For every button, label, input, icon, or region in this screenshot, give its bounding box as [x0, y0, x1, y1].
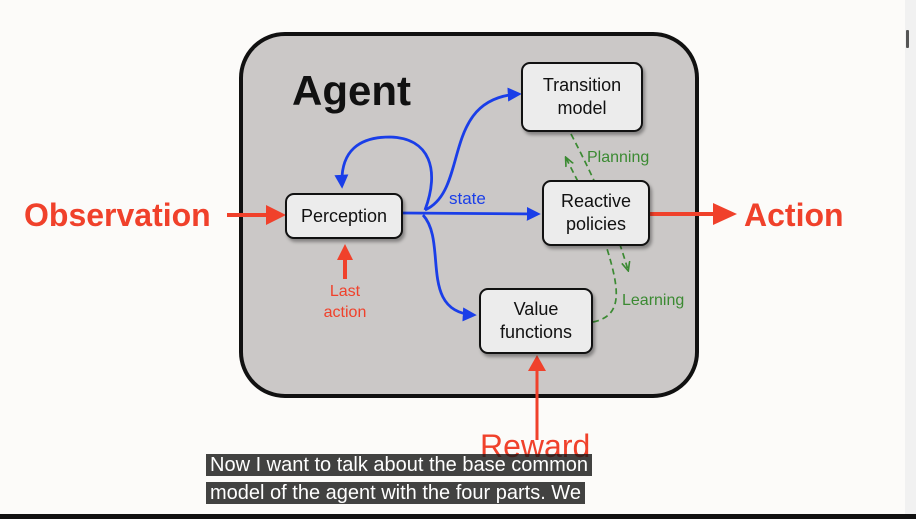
last-action-arrow [337, 244, 353, 279]
state-to-transition-arrow [424, 87, 522, 212]
action-arrow [650, 203, 737, 225]
last-action-label: Last action [316, 281, 374, 323]
action-label: Action [744, 197, 844, 233]
agent-title: Agent [292, 67, 411, 114]
right-edge-panel [905, 0, 916, 519]
caption-line-1: Now I want to talk about the base common [206, 454, 592, 476]
value-functions-box: Value functions [479, 288, 593, 354]
caption-line-2: model of the agent with the four parts. … [206, 482, 585, 504]
reactive-policies-box: Reactive policies [542, 180, 650, 246]
value-functions-label-line2: functions [499, 322, 573, 342]
scrollbar-thumb[interactable] [906, 30, 909, 48]
bottom-bar [0, 514, 916, 519]
transition-model-label-line2: model [557, 98, 607, 118]
planning-label: Planning [587, 149, 650, 166]
perception-label: Perception [300, 205, 388, 226]
state-to-value-arrow [421, 214, 477, 322]
subtitle-caption: Now I want to talk about the base common… [206, 451, 666, 507]
learning-arrow [566, 158, 618, 323]
perception-box: Perception [285, 193, 403, 239]
reactive-policies-label-line2: policies [565, 214, 627, 234]
perception-loop-arrow [334, 135, 433, 211]
value-functions-label-line1: Value [513, 299, 559, 319]
reward-arrow [528, 355, 546, 440]
state-label: state [449, 189, 486, 208]
learning-label: Learning [622, 292, 685, 309]
transition-model-box: Transition model [521, 62, 643, 132]
transition-model-label-line1: Transition [542, 75, 622, 95]
observation-label: Observation [24, 197, 211, 233]
last-action-line2: action [323, 304, 367, 321]
reactive-policies-label-line1: Reactive [560, 191, 632, 211]
observation-arrow [227, 205, 286, 225]
last-action-line1: Last [329, 283, 361, 300]
state-to-policies-arrow [402, 206, 541, 221]
